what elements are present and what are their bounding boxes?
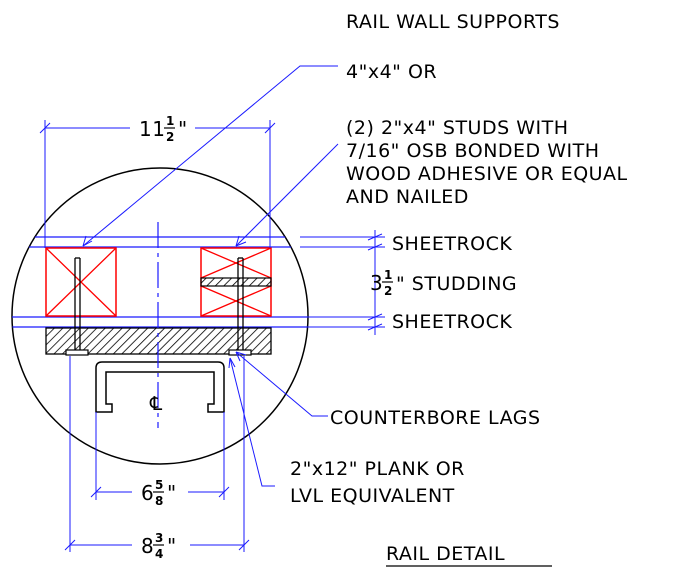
- dim-outer-den: 4: [155, 547, 163, 561]
- dim-inner-den: 8: [155, 494, 163, 508]
- note-option-2-line1: (2) 2"x4" STUDS WITH: [346, 117, 568, 139]
- dim-top-unit: ": [178, 117, 188, 141]
- note-option-2-line3: WOOD ADHESIVE OR EQUAL: [346, 163, 628, 185]
- dim-outer-whole: 8: [141, 534, 154, 558]
- dim-top-num: 1: [166, 114, 174, 128]
- dim-top-width: [39, 120, 276, 248]
- dim-inner-whole: 6: [141, 481, 154, 505]
- note-plank-line1: 2"x12" PLANK OR: [290, 458, 465, 480]
- centerline-symbol: ℄: [149, 393, 163, 415]
- dim-outer-width: [64, 356, 250, 552]
- dim-top-whole: 11: [139, 117, 165, 141]
- dim-inner-unit: ": [167, 481, 177, 505]
- note-option-2-line4: AND NAILED: [346, 186, 469, 208]
- note-sheetrock-bottom: SHEETROCK: [392, 311, 512, 333]
- note-counterbore: COUNTERBORE LAGS: [330, 407, 541, 429]
- dim-outer-unit: ": [167, 534, 177, 558]
- dim-studding-whole: 3: [370, 271, 383, 295]
- dim-inner-num: 5: [155, 478, 163, 492]
- detail-title: RAIL DETAIL: [386, 543, 505, 565]
- sheetrock-extension-lines: [300, 230, 385, 335]
- dim-studding-den: 2: [384, 284, 392, 298]
- left-support-post: [45, 247, 117, 317]
- note-studding: " STUDDING: [396, 273, 517, 295]
- leaders: [82, 65, 339, 487]
- dim-top-den: 2: [166, 130, 174, 144]
- rail-channel: [95, 361, 225, 413]
- detail-circle: [11, 167, 309, 465]
- dim-studding-num: 1: [384, 268, 392, 282]
- lag-bolts: [65, 257, 252, 356]
- right-support-studs: [200, 247, 272, 317]
- note-sheetrock-top: SHEETROCK: [392, 233, 512, 255]
- note-title: RAIL WALL SUPPORTS: [346, 11, 560, 33]
- wall-lines: [12, 236, 308, 328]
- dim-outer-num: 3: [155, 531, 163, 545]
- note-option-1: 4"x4" OR: [346, 61, 437, 83]
- note-plank-line2: LVL EQUIVALENT: [290, 485, 455, 507]
- note-option-2-line2: 7/16" OSB BONDED WITH: [346, 140, 600, 162]
- dim-inner-width: [90, 412, 230, 500]
